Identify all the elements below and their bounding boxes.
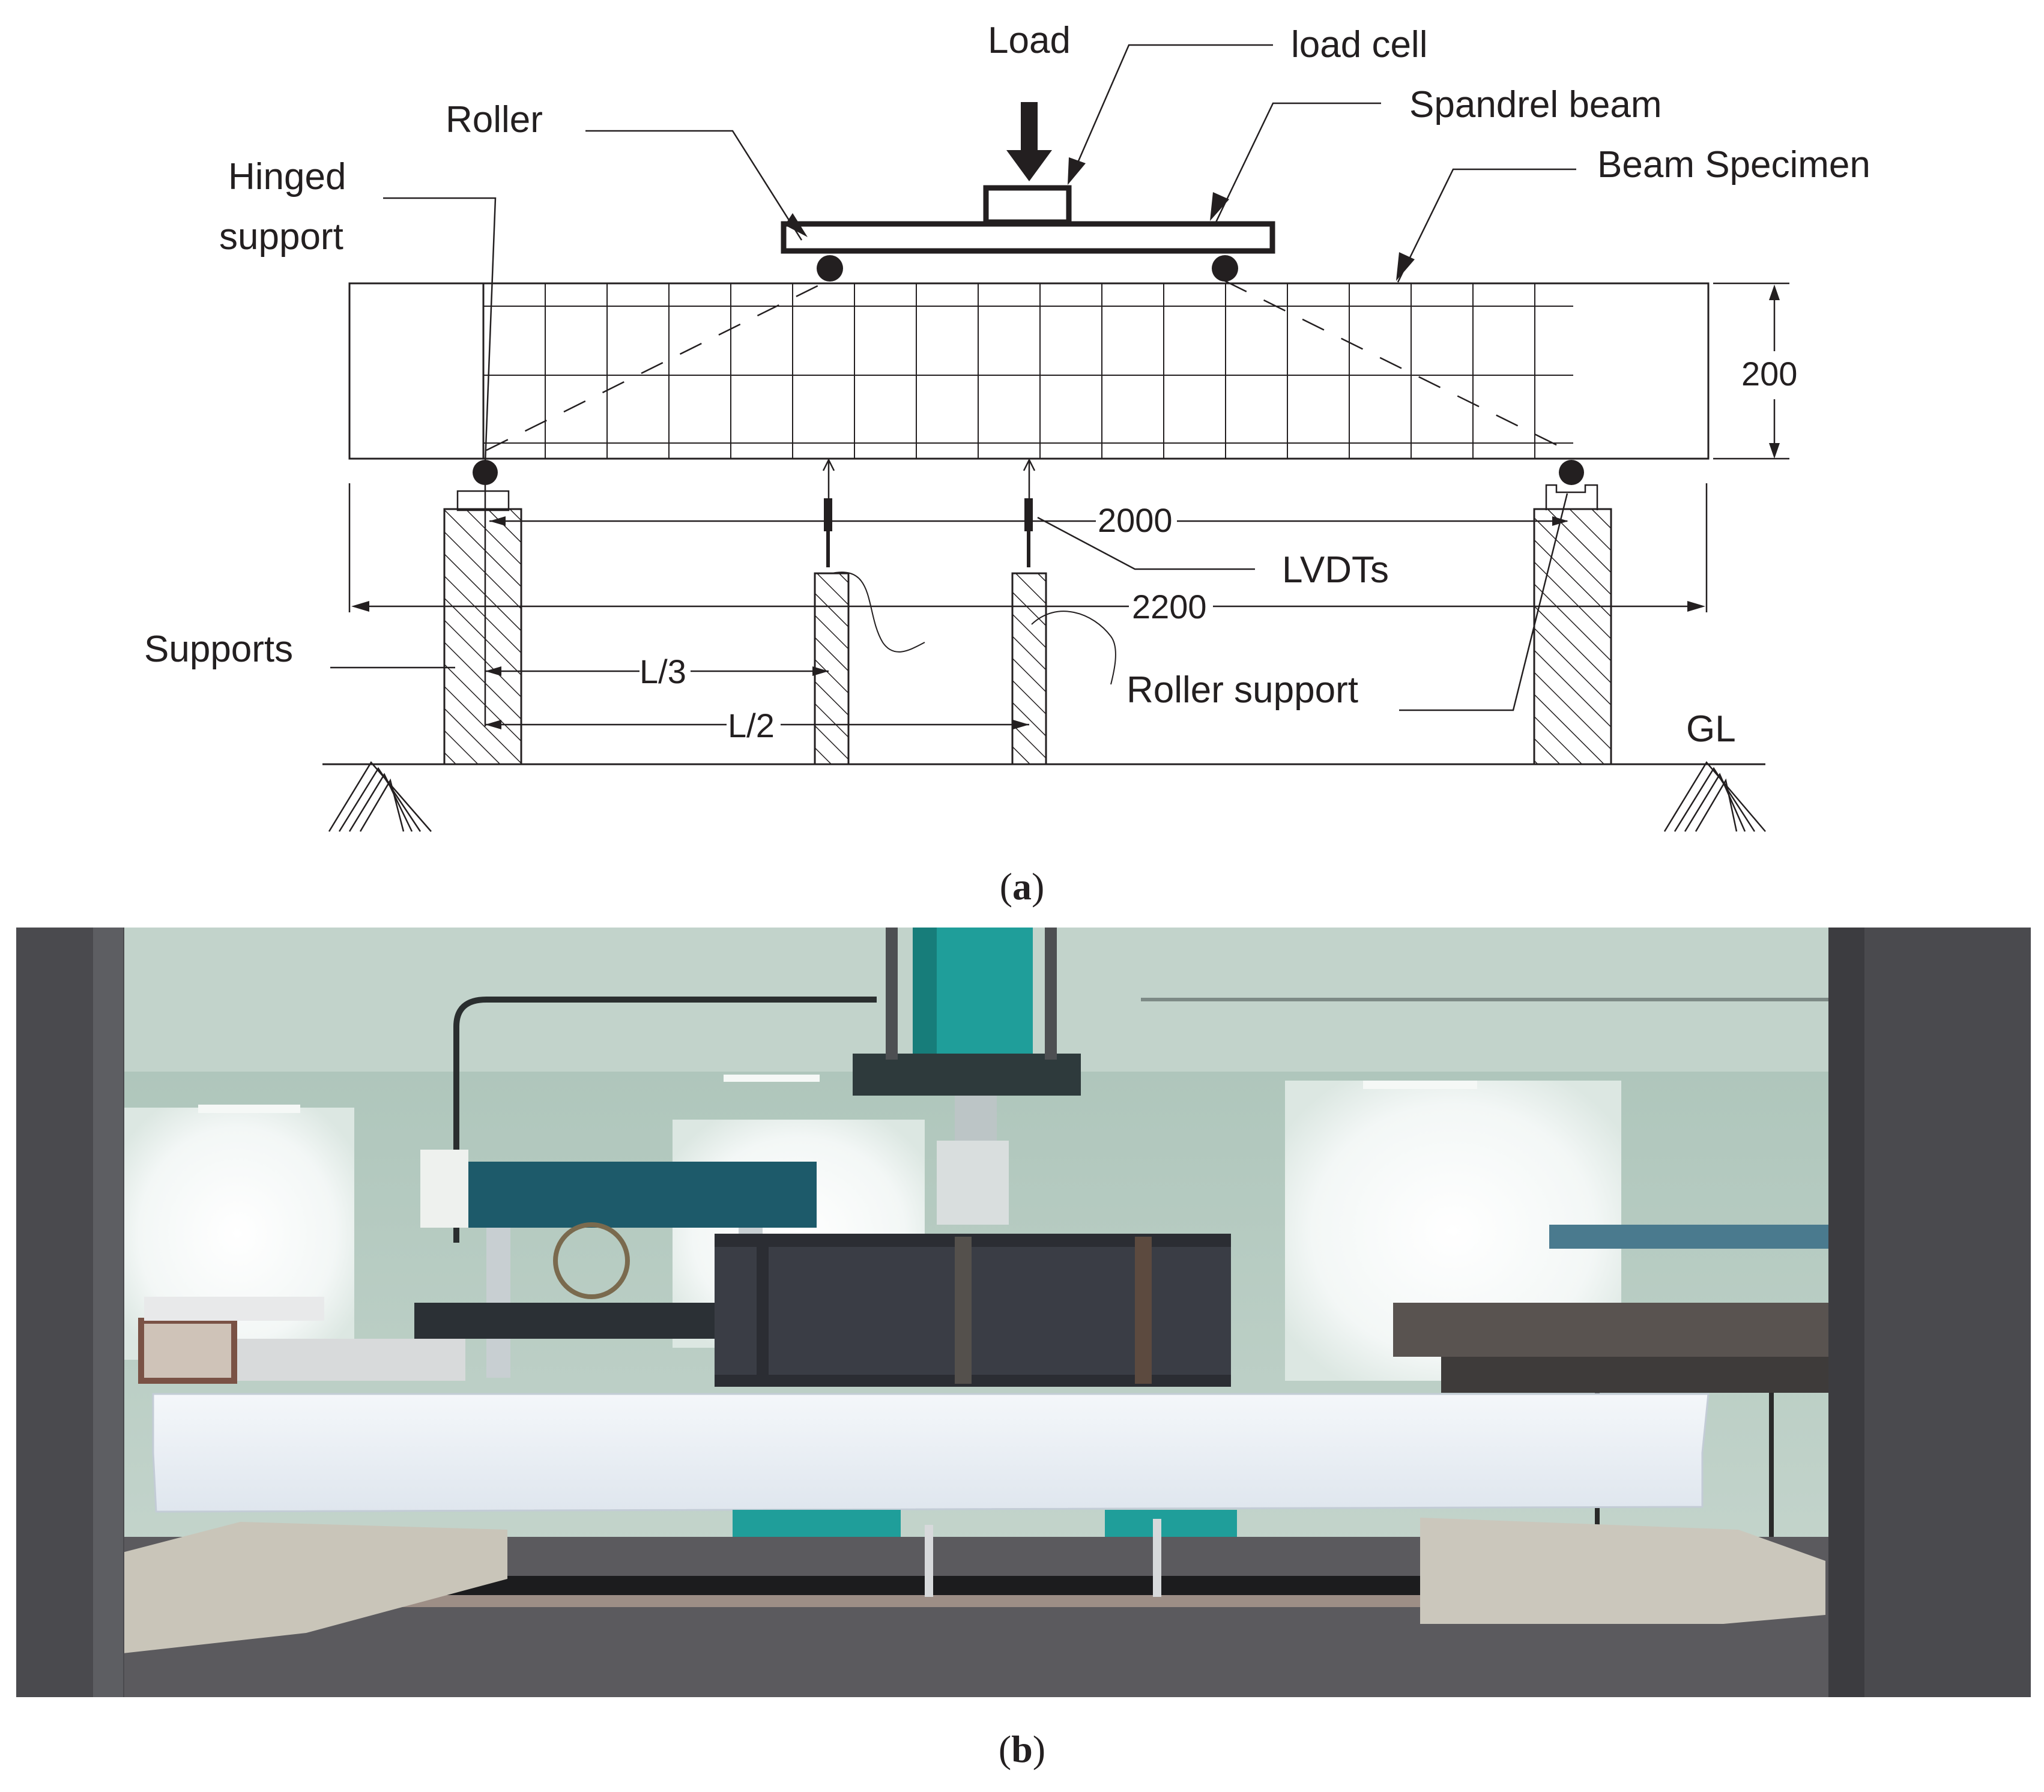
pin-support-right bbox=[1663, 761, 1766, 832]
label-supports: Supports bbox=[144, 629, 293, 670]
label-l2: L/2 bbox=[728, 707, 775, 744]
leader-lvdts bbox=[1037, 516, 1255, 570]
leader-load-cell bbox=[1074, 44, 1273, 170]
roller-support-cap bbox=[1545, 484, 1598, 510]
beam-specimen bbox=[348, 282, 1710, 460]
support-columns bbox=[443, 508, 1612, 765]
panel-b-photo bbox=[16, 928, 2031, 1697]
stirrups bbox=[545, 283, 1535, 459]
photo-beam-specimen bbox=[152, 1393, 1710, 1513]
lvdt-1 bbox=[822, 458, 835, 567]
caption-b: (b) bbox=[999, 1728, 1045, 1770]
lvdt-wire-2 bbox=[1031, 611, 1116, 685]
label-spandrel-beam: Spandrel beam bbox=[1409, 84, 1662, 125]
dimension-l2 bbox=[485, 720, 1029, 729]
spandrel-beam bbox=[781, 221, 1275, 254]
pin-support-left bbox=[328, 761, 432, 832]
label-load-cell: load cell bbox=[1291, 24, 1427, 65]
label-depth-200: 200 bbox=[1741, 355, 1797, 393]
dimension-l3 bbox=[485, 666, 829, 676]
photo-support-left bbox=[90, 1522, 507, 1657]
dimension-2000 bbox=[484, 480, 1568, 726]
load-arrow-icon bbox=[1006, 102, 1052, 181]
lvdt-stand-2 bbox=[1011, 572, 1047, 765]
label-roller-support: Roller support bbox=[1126, 669, 1358, 711]
caption-a: (a) bbox=[1000, 865, 1045, 908]
background-machine bbox=[456, 1162, 817, 1228]
label-span-2000: 2000 bbox=[1098, 501, 1173, 539]
label-gl: GL bbox=[1686, 708, 1736, 750]
hinged-support-cap bbox=[456, 490, 510, 511]
jack-mount-plate bbox=[853, 1054, 1081, 1096]
label-support: support bbox=[219, 216, 343, 258]
lvdt-wire-1 bbox=[831, 572, 925, 653]
leader-spandrel bbox=[1215, 102, 1381, 223]
label-lvdts: LVDTs bbox=[1282, 549, 1389, 591]
support-roller-right bbox=[1559, 460, 1584, 485]
spandrel-steel-beam bbox=[715, 1234, 1231, 1387]
support-roller-left bbox=[473, 460, 498, 485]
leader-beam-specimen bbox=[1397, 168, 1576, 283]
load-cell bbox=[983, 185, 1072, 225]
leader-hinged bbox=[383, 197, 497, 464]
lvdt-2 bbox=[1023, 458, 1036, 567]
dimension-200 bbox=[1713, 282, 1789, 460]
leader-roller-support bbox=[1399, 493, 1568, 711]
roller-right bbox=[1212, 255, 1238, 282]
label-load: Load bbox=[988, 20, 1071, 61]
panel-a-labels: Load load cell Roller Spandrel beam Beam… bbox=[144, 20, 1870, 750]
photo-support-right bbox=[1420, 1518, 1825, 1624]
support-column-right bbox=[1533, 508, 1612, 765]
leader-lines bbox=[330, 44, 1576, 711]
panel-a-schematic bbox=[322, 44, 1789, 832]
dimension-2200 bbox=[348, 483, 1708, 612]
label-l3: L/3 bbox=[640, 653, 686, 690]
label-beam-specimen: Beam Specimen bbox=[1597, 144, 1870, 186]
label-span-2200: 2200 bbox=[1132, 588, 1207, 626]
roller-left bbox=[817, 255, 843, 282]
leader-roller bbox=[585, 130, 803, 241]
label-hinged: Hinged bbox=[228, 156, 346, 198]
support-column-left bbox=[443, 508, 522, 765]
label-roller: Roller bbox=[446, 99, 543, 140]
strut-lines bbox=[486, 280, 1568, 451]
